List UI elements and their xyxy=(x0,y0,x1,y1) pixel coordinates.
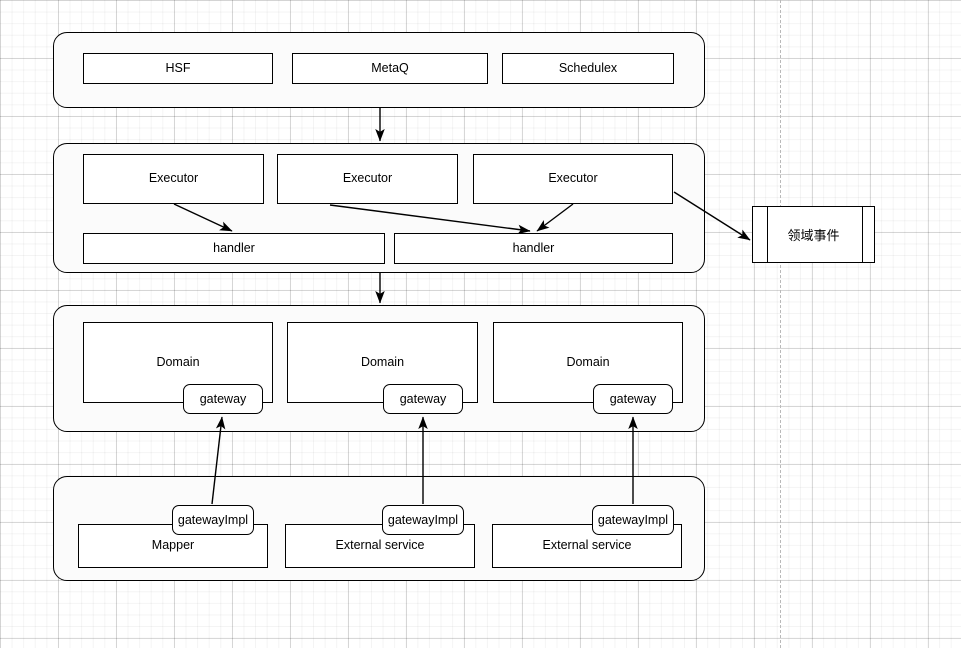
gateway-box-2[interactable]: gateway xyxy=(383,384,463,414)
executor-box-2-label: Executor xyxy=(342,171,393,186)
gateway-impl-box-1[interactable]: gatewayImpl xyxy=(172,505,254,535)
executor-box-3-label: Executor xyxy=(548,171,598,186)
executor-box-2[interactable]: Executor xyxy=(277,154,458,204)
handler-box-1[interactable]: handler xyxy=(83,233,385,264)
handler-box-2-label: handler xyxy=(512,240,555,255)
adapter-box-schedulex-label: Schedulex xyxy=(558,60,618,75)
domain-box-3-label: Domain xyxy=(566,354,610,369)
gateway-impl-box-2-label: gatewayImpl xyxy=(387,513,459,527)
gateway-impl-box-1-label: gatewayImpl xyxy=(177,513,249,527)
page-break-line xyxy=(780,0,781,648)
executor-box-1[interactable]: Executor xyxy=(83,154,264,204)
domain-event-node[interactable]: 领域事件 xyxy=(752,206,875,263)
external-service-box-2-label: External service xyxy=(542,538,632,553)
adapter-box-hsf-label: HSF xyxy=(165,60,191,75)
external-service-box-1-label: External service xyxy=(335,538,425,553)
gateway-box-1-label: gateway xyxy=(199,392,247,406)
gateway-impl-box-3-label: gatewayImpl xyxy=(597,513,669,527)
gateway-impl-box-3[interactable]: gatewayImpl xyxy=(592,505,674,535)
process-left-bar xyxy=(767,207,768,262)
domain-box-1-label: Domain xyxy=(156,354,200,369)
gateway-box-1[interactable]: gateway xyxy=(183,384,263,414)
gateway-box-2-label: gateway xyxy=(399,392,447,406)
adapter-box-metaq[interactable]: MetaQ xyxy=(292,53,488,84)
handler-box-2[interactable]: handler xyxy=(394,233,673,264)
adapter-box-schedulex[interactable]: Schedulex xyxy=(502,53,674,84)
handler-box-1-label: handler xyxy=(213,240,255,255)
gateway-box-3-label: gateway xyxy=(609,392,657,406)
adapter-box-metaq-label: MetaQ xyxy=(371,60,409,75)
executor-box-3[interactable]: Executor xyxy=(473,154,673,204)
adapter-box-hsf[interactable]: HSF xyxy=(83,53,273,84)
domain-event-node-label: 领域事件 xyxy=(787,228,840,243)
gateway-impl-box-2[interactable]: gatewayImpl xyxy=(382,505,464,535)
mapper-box-label: Mapper xyxy=(151,538,195,553)
gateway-box-3[interactable]: gateway xyxy=(593,384,673,414)
domain-box-2-label: Domain xyxy=(360,354,405,369)
process-right-bar xyxy=(862,207,863,262)
executor-box-1-label: Executor xyxy=(148,171,199,186)
